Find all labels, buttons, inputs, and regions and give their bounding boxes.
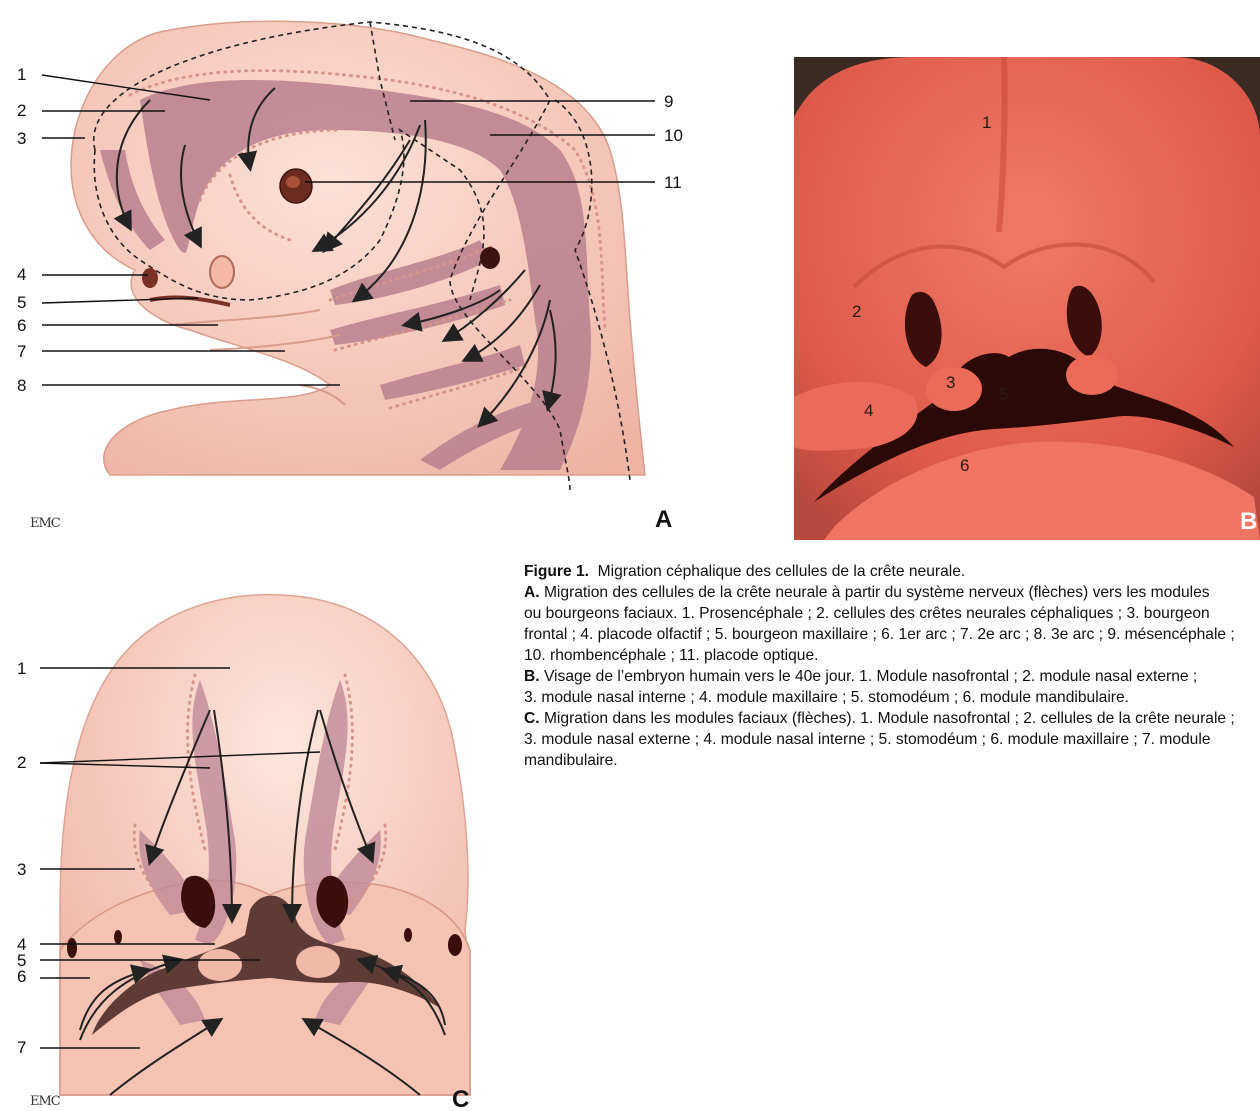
emc-logo-a: EMC: [30, 516, 61, 531]
panel-letter-a: A: [655, 506, 672, 533]
caption-c-label: C.: [524, 710, 540, 727]
label-b-3: 3: [946, 373, 955, 392]
otic-pit: [480, 247, 500, 269]
label-a-2: 2: [17, 101, 26, 120]
caption-a-label: A.: [524, 584, 540, 601]
label-c-3: 3: [17, 860, 26, 879]
label-a-11: 11: [664, 173, 682, 192]
caption-c-line1: C. Migration dans les modules faciaux (f…: [524, 708, 1260, 729]
caption-a-line3: frontal ; 4. placode olfactif ; 5. bourg…: [524, 624, 1260, 645]
caption-a-text1: Migration des cellules de la crête neura…: [544, 584, 1210, 601]
figure-label: Figure 1.: [524, 563, 589, 580]
label-a-1: 1: [17, 65, 26, 84]
panel-letter-b: B: [1240, 508, 1257, 535]
caption-a-line4: 10. rhombencéphale ; 11. placode optique…: [524, 645, 1260, 666]
label-c-2: 2: [17, 753, 26, 772]
caption-c-line3: mandibulaire.: [524, 750, 1260, 771]
label-a-3: 3: [17, 129, 26, 148]
label-a-9: 9: [664, 92, 673, 111]
caption-c-text1: Migration dans les modules faciaux (flèc…: [544, 710, 1235, 727]
label-b-2: 2: [852, 302, 861, 321]
panel-b: 1 2 3 4 5 6 B: [794, 57, 1260, 540]
panel-c: 1 2 3 4 5 6 7 EMC C: [0, 550, 500, 1111]
caption-a-line2: ou bourgeons faciaux. 1. Prosencéphale ;…: [524, 603, 1260, 624]
label-a-5: 5: [17, 293, 26, 312]
label-b-5: 5: [999, 385, 1008, 404]
panel-a: 1 2 3 4 5 6 7 8 9 10 11 EMC A: [0, 0, 700, 545]
panel-c-illustration: 1 2 3 4 5 6 7 EMC C: [0, 550, 500, 1111]
label-b-1: 1: [982, 113, 991, 132]
label-a-7: 7: [17, 342, 26, 361]
label-a-4: 4: [17, 265, 26, 284]
label-b-6: 6: [960, 456, 969, 475]
panel-b-photo: 1 2 3 4 5 6 B: [794, 57, 1260, 540]
caption-b-text1: Visage de l’embryon humain vers le 40e j…: [544, 668, 1197, 685]
panel-letter-c: C: [452, 1086, 469, 1111]
caption-b-label: B.: [524, 668, 540, 685]
label-a-6: 6: [17, 316, 26, 335]
caption-a-line1: A. Migration des cellules de la crête ne…: [524, 582, 1260, 603]
label-a-10: 10: [664, 126, 683, 145]
label-a-8: 8: [17, 376, 26, 395]
label-c-1: 1: [17, 659, 26, 678]
figure-caption: Figure 1. Migration céphalique des cellu…: [524, 561, 1260, 771]
caption-b-line2: 3. module nasal interne ; 4. module maxi…: [524, 687, 1260, 708]
olfactory-placode: [210, 256, 234, 288]
panel-a-illustration: 1 2 3 4 5 6 7 8 9 10 11 EMC A: [0, 0, 700, 545]
label-c-7: 7: [17, 1038, 26, 1057]
caption-title-line: Figure 1. Migration céphalique des cellu…: [524, 561, 1260, 582]
label-b-4: 4: [864, 401, 873, 420]
caption-c-line2: 3. module nasal externe ; 4. module nasa…: [524, 729, 1260, 750]
caption-b-line1: B. Visage de l’embryon humain vers le 40…: [524, 666, 1260, 687]
figure-title: Migration céphalique des cellules de la …: [598, 563, 966, 580]
label-c-6: 6: [17, 967, 26, 986]
emc-logo-c: EMC: [30, 1094, 61, 1109]
